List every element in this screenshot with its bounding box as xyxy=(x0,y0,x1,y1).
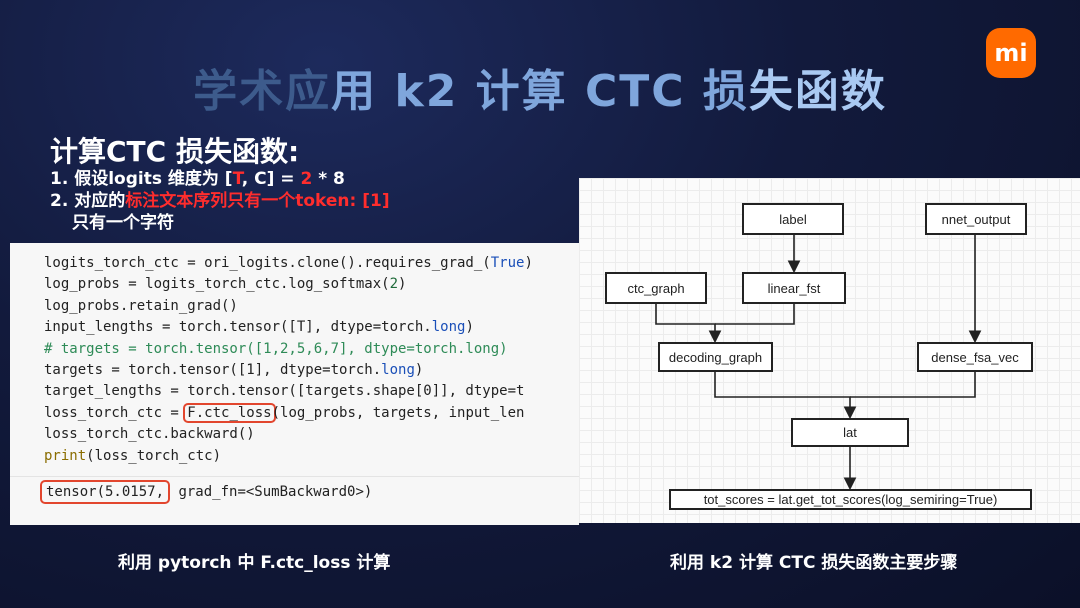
output-rest: grad_fn=<SumBackward0>) xyxy=(170,484,373,500)
node-decoding-graph: decoding_graph xyxy=(658,342,773,372)
code-block: logits_torch_ctc = ori_logits.clone().re… xyxy=(44,253,533,467)
bullet-2: 2. 对应的标注文本序列只有一个token: [1] xyxy=(50,190,390,212)
bullet-1-mid: , C] = xyxy=(241,169,301,189)
code-line: targets = torch.tensor([1], dtype=torch.… xyxy=(44,362,424,379)
bullet-1-pre: 1. 假设logits 维度为 [ xyxy=(50,169,233,189)
node-lat: lat xyxy=(791,418,909,447)
bullet-1: 1. 假设logits 维度为 [T, C] = 2 * 8 xyxy=(50,168,390,190)
ctc-loss-highlight: F.ctc_loss xyxy=(183,402,276,423)
bullet-1-two: 2 xyxy=(300,169,313,189)
output-boxed-value: tensor(5.0157, xyxy=(40,480,171,504)
bullet-1-post: * 8 xyxy=(312,169,345,189)
mi-logo: mi xyxy=(986,28,1036,78)
code-line: print(loss_torch_ctc) xyxy=(44,447,222,464)
bullet-2-red: 标注文本序列只有一个token: [1] xyxy=(125,191,390,211)
caption-right: 利用 k2 计算 CTC 损失函数主要步骤 xyxy=(670,553,958,573)
node-ctc-graph: ctc_graph xyxy=(605,272,707,304)
title-part-1: 学术应 xyxy=(193,66,332,117)
code-line: log_probs.retain_grad() xyxy=(44,297,238,314)
node-dense-fsa-vec: dense_fsa_vec xyxy=(917,342,1033,372)
section-heading: 计算CTC 损失函数: xyxy=(50,135,300,168)
code-output: tensor(5.0157, grad_fn=<SumBackward0>) xyxy=(40,480,373,504)
bullet-2-sub: 只有一个字符 xyxy=(72,213,174,233)
node-nnet-output: nnet_output xyxy=(925,203,1027,235)
slide-title: 学术应用 k2 计算 CTC 损失函数 xyxy=(0,55,1080,119)
code-line: loss_torch_ctc = F.ctc_loss(log_probs, t… xyxy=(44,402,525,423)
code-panel: logits_torch_ctc = ori_logits.clone().re… xyxy=(10,243,579,525)
node-label: label xyxy=(742,203,844,235)
code-line: input_lengths = torch.tensor([T], dtype=… xyxy=(44,319,474,336)
title-part-3: 失函数 xyxy=(748,66,887,117)
bullet-1-t: T xyxy=(232,169,242,189)
code-line: log_probs = logits_torch_ctc.log_softmax… xyxy=(44,276,407,293)
code-line: loss_torch_ctc.backward() xyxy=(44,426,255,443)
code-line: target_lengths = torch.tensor([targets.s… xyxy=(44,383,525,400)
k2-flow-diagram: label nnet_output ctc_graph linear_fst d… xyxy=(579,178,1080,523)
output-separator xyxy=(10,476,579,477)
diagram-connectors xyxy=(655,235,982,491)
logo-text: mi xyxy=(994,39,1028,67)
node-linear-fst: linear_fst xyxy=(742,272,846,304)
caption-left: 利用 pytorch 中 F.ctc_loss 计算 xyxy=(118,553,391,573)
title-part-2: 用 k2 计算 CTC 损 xyxy=(331,66,749,117)
node-tot-scores: tot_scores = lat.get_tot_scores(log_semi… xyxy=(669,489,1032,510)
code-line: # targets = torch.tensor([1,2,5,6,7], dt… xyxy=(44,340,508,357)
bullet-2-pre: 2. 对应的 xyxy=(50,191,126,211)
code-line: logits_torch_ctc = ori_logits.clone().re… xyxy=(44,255,533,271)
bullet-list: 1. 假设logits 维度为 [T, C] = 2 * 8 2. 对应的标注文… xyxy=(50,168,390,234)
